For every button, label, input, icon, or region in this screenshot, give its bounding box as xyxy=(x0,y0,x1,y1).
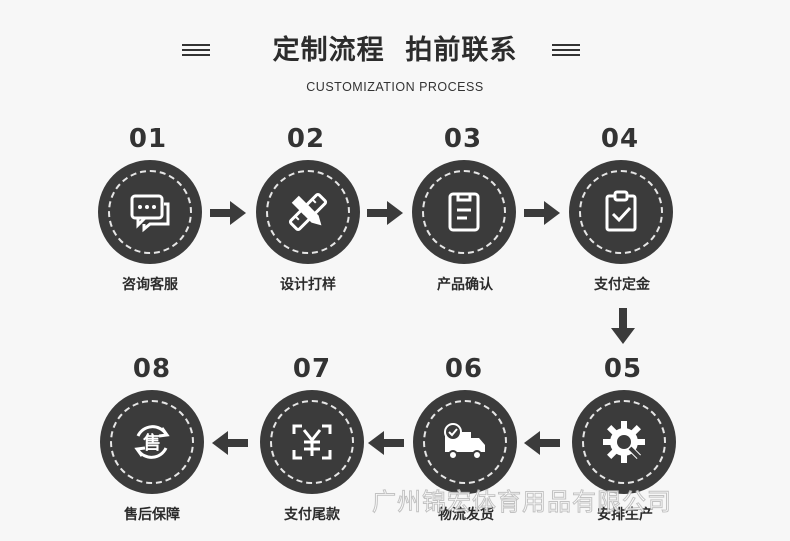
step-number: 08 xyxy=(132,354,172,384)
step-label: 安排生产 xyxy=(597,507,653,523)
step-circle-02 xyxy=(256,160,360,264)
pencil-ruler-icon xyxy=(288,192,328,232)
step-label: 物流发货 xyxy=(438,507,494,523)
arrow-left-icon xyxy=(524,431,560,455)
title-decoration-left xyxy=(182,44,210,58)
page-subtitle: CUSTOMIZATION PROCESS xyxy=(306,80,484,94)
after-sales-icon: 售 xyxy=(134,425,170,459)
gear-wrench-icon xyxy=(603,421,645,463)
step-number: 05 xyxy=(603,354,643,384)
arrow-right-icon xyxy=(367,201,403,225)
arrow-down-icon xyxy=(611,308,635,344)
arrow-left-icon xyxy=(368,431,404,455)
step-label: 设计打样 xyxy=(280,277,336,293)
yen-icon xyxy=(292,424,332,460)
step-circle-05 xyxy=(572,390,676,494)
step-number: 07 xyxy=(292,354,332,384)
title-decoration-right xyxy=(552,44,580,58)
step-circle-01 xyxy=(98,160,202,264)
arrow-right-icon xyxy=(524,201,560,225)
after-sales-glyph: 售 xyxy=(143,432,161,454)
company-watermark: 广州锦宏体育用品有限公司 xyxy=(372,488,672,517)
clipboard-icon xyxy=(448,192,480,232)
step-number: 04 xyxy=(600,124,640,154)
step-label: 咨询客服 xyxy=(122,277,178,293)
step-circle-07 xyxy=(260,390,364,494)
step-number: 06 xyxy=(444,354,484,384)
page-title: 定制流程 拍前联系 xyxy=(272,35,518,66)
truck-icon xyxy=(444,423,485,460)
step-number: 02 xyxy=(286,124,326,154)
checklist-icon xyxy=(605,190,637,232)
arrow-left-icon xyxy=(212,431,248,455)
step-label: 产品确认 xyxy=(437,277,493,293)
step-circle-08: 售 xyxy=(100,390,204,494)
step-number: 03 xyxy=(443,124,483,154)
step-circle-04 xyxy=(569,160,673,264)
step-circle-06 xyxy=(413,390,517,494)
step-number: 01 xyxy=(128,124,168,154)
step-circle-03 xyxy=(412,160,516,264)
step-label: 支付定金 xyxy=(594,277,650,293)
arrow-right-icon xyxy=(210,201,246,225)
step-label: 支付尾款 xyxy=(284,507,340,523)
step-label: 售后保障 xyxy=(124,507,180,523)
chat-icon xyxy=(130,194,170,233)
